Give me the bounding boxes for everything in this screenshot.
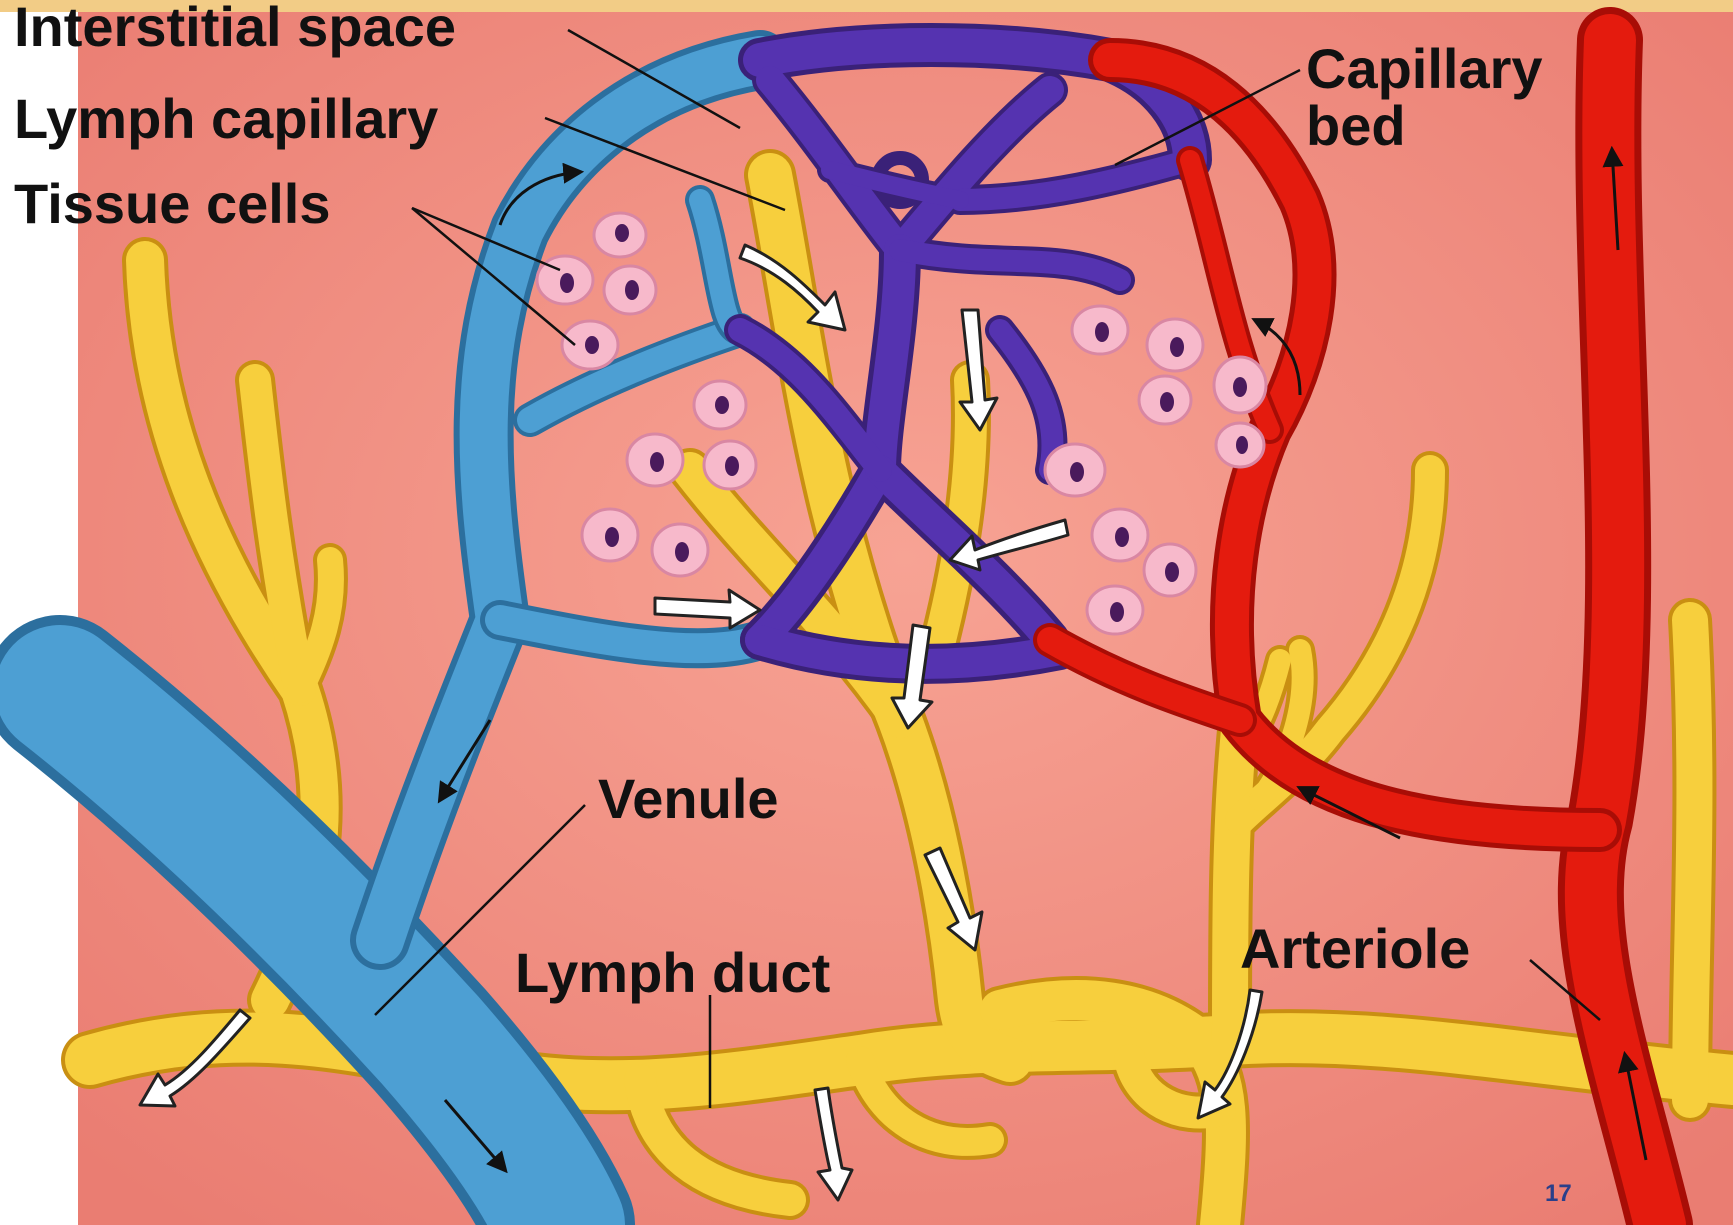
label-interstitial-space: Interstitial space [14, 0, 456, 58]
label-lymph-capillary: Lymph capillary [14, 87, 438, 150]
label-lymph-duct: Lymph duct [515, 941, 830, 1004]
label-capillary-bed-line1: Capillary [1306, 37, 1543, 100]
label-venule: Venule [598, 767, 779, 830]
label-capillary-bed-line2: bed [1306, 94, 1406, 157]
page-number: 17 [1545, 1180, 1572, 1207]
label-tissue-cells: Tissue cells [14, 172, 331, 235]
label-arteriole: Arteriole [1240, 917, 1470, 980]
